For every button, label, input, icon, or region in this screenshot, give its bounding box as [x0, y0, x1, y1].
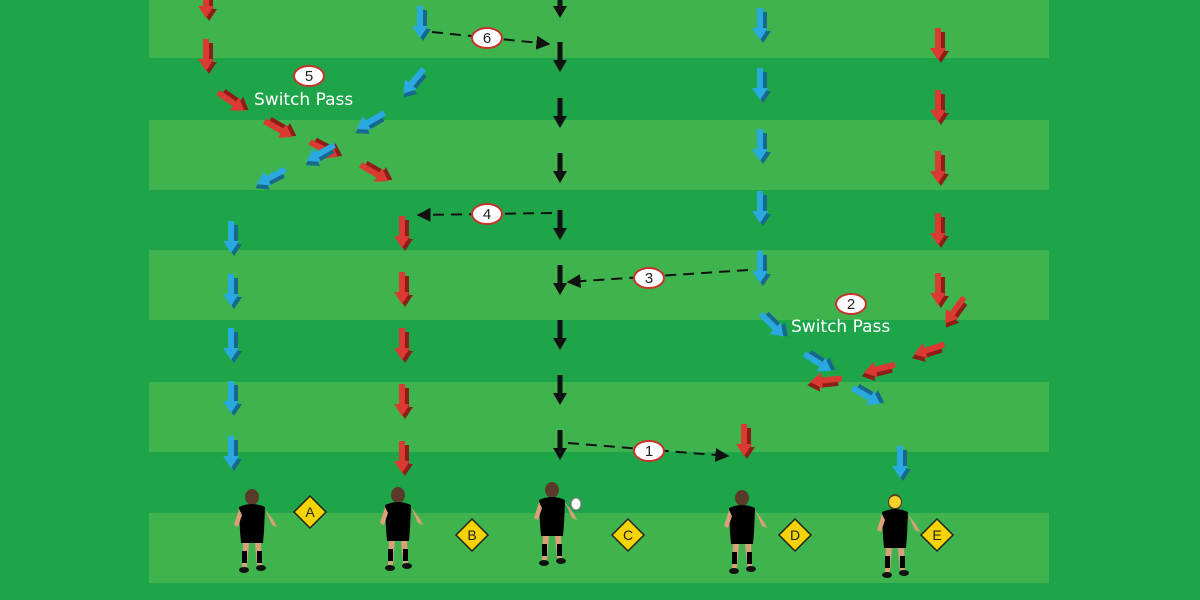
- svg-text:B: B: [467, 527, 476, 543]
- switch-pass-label-2: Switch Pass: [791, 317, 890, 337]
- svg-text:D: D: [790, 527, 800, 543]
- svg-text:1: 1: [645, 443, 653, 460]
- pass-5-badge: 5: [293, 65, 325, 87]
- pass-1-badge: 1: [633, 440, 665, 462]
- pass-2-badge: 2: [835, 293, 867, 315]
- svg-text:3: 3: [645, 270, 653, 287]
- svg-text:A: A: [305, 504, 315, 520]
- svg-text:E: E: [932, 527, 941, 543]
- cone-d: D: [777, 517, 813, 553]
- switch-pass-label-5: Switch Pass: [254, 90, 353, 110]
- pass-6-badge: 6: [471, 27, 503, 49]
- player-e: #pe .shirt{fill:#29a9df}#pe .shorts{fill…: [877, 494, 920, 578]
- svg-text:C: C: [623, 527, 633, 543]
- svg-text:2: 2: [847, 296, 855, 313]
- svg-text:4: 4: [483, 206, 491, 223]
- player-c-ball-carrier: #pc .shirt{fill:#111}#pc .shorts{fill:#1…: [534, 482, 582, 566]
- svg-text:5: 5: [305, 68, 313, 85]
- cone-c: C: [610, 517, 646, 553]
- svg-text:6: 6: [483, 30, 491, 47]
- pass-4-badge: 4: [471, 203, 503, 225]
- cone-a: A: [292, 494, 328, 530]
- pass-3-badge: 3: [633, 267, 665, 289]
- pass-4-line: [416, 207, 553, 222]
- cone-e: E: [919, 517, 955, 553]
- cone-b: B: [454, 517, 490, 553]
